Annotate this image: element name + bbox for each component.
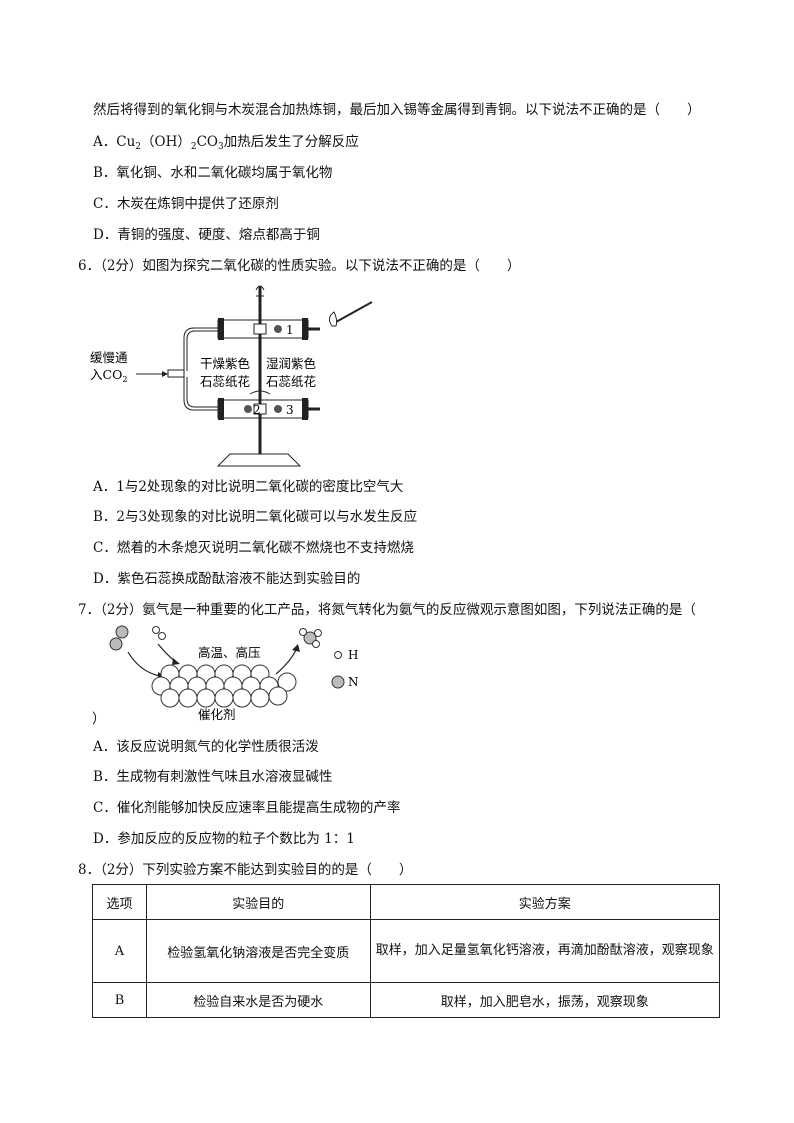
condition-label: 高温、高压	[198, 645, 261, 660]
q7-option-d[interactable]: D．参加反应的反应物的粒子个数比为 1：1	[93, 831, 355, 847]
inlet-label-2: 入CO2	[90, 367, 127, 384]
legend-h-label: H	[348, 648, 358, 662]
q5-option-a-sub2: 2	[190, 142, 197, 152]
position-1-label: 1	[286, 323, 294, 337]
position-3-label: 3	[286, 403, 294, 417]
header-option: 选项	[92, 884, 147, 920]
h2-molecule-icon	[152, 626, 166, 640]
wet-flower-label-1: 湿润紫色	[266, 356, 317, 371]
stand-base	[216, 453, 302, 467]
q8-experiment-table: 选项 实验目的 实验方案 A 检验氢氧化钠溶液是否完全变质 取样，加入足量氢氧化…	[92, 884, 721, 1018]
legend-h-icon	[334, 651, 342, 659]
row-a-plan: 取样，加入足量氢氧化钙溶液，再滴加酚酞溶液，观察现象	[369, 919, 721, 983]
q7-stem: 7．（2分）氨气是一种重要的化工产品，将氮气转化为氨气的反应微观示意图如图，下列…	[78, 602, 696, 618]
legend-n-label: N	[348, 675, 359, 689]
table-row: A 检验氢氧化钠溶液是否完全变质 取样，加入足量氢氧化钙溶液，再滴加酚酞溶液，观…	[92, 919, 721, 983]
header-plan: 实验方案	[369, 884, 721, 920]
q6-option-c[interactable]: C．燃着的木条熄灭说明二氧化碳不燃烧也不支持燃烧	[93, 540, 414, 556]
flower-1-icon	[274, 325, 282, 333]
dry-flower-label-1: 干燥紫色	[200, 356, 251, 371]
q5-option-a[interactable]: A．Cu2（OH）2CO3加热后发生了分解反应	[93, 133, 359, 152]
wet-flower-label-2: 石蕊纸花	[266, 374, 316, 389]
table-header-row: 选项 实验目的 实验方案	[92, 884, 721, 920]
arrow-out-icon	[292, 644, 300, 652]
inlet-arrow-icon	[136, 371, 168, 377]
burning-stick-icon	[328, 301, 373, 327]
row-a-purpose: 检验氢氧化钠溶液是否完全变质	[145, 919, 371, 983]
q5-option-a-mid1: （OH）	[141, 134, 191, 150]
lower-glass-tube	[217, 398, 320, 420]
q7-reaction-figure: 高温、高压 H N 催化剂	[109, 625, 359, 722]
q6-option-d[interactable]: D．紫色石蕊换成酚酞溶液不能达到实验目的	[93, 571, 361, 587]
q5-option-a-suffix: 加热后发生了分解反应	[223, 134, 359, 150]
inlet-label-1: 缓慢通	[90, 350, 128, 365]
q5-option-b[interactable]: B．氧化铜、水和二氧化碳均属于氧化物	[93, 165, 333, 181]
q7-option-a[interactable]: A．该反应说明氮气的化学性质很活泼	[93, 739, 319, 755]
q7-stem-end: ）	[92, 711, 106, 727]
q5-option-c[interactable]: C．木炭在炼铜中提供了还原剂	[93, 196, 279, 212]
q6-stem: 6．（2分）如图为探究二氧化碳的性质实验。以下说法不正确的是（ ）	[78, 258, 521, 274]
q6-apparatus-figure: 缓慢通 入CO2 1 2 3 干燥紫色 石蕊纸花 湿润紫色 石蕊纸花	[90, 285, 373, 467]
q5-option-a-sub1: 2	[135, 142, 142, 152]
flower-3-icon	[274, 405, 282, 413]
row-a-option: A	[92, 919, 147, 983]
row-b-plan: 取样，加入肥皂水，振荡，观察现象	[369, 982, 721, 1018]
q5-option-a-mid2: CO	[196, 134, 218, 150]
header-purpose: 实验目的	[145, 884, 371, 920]
q7-option-b[interactable]: B．生成物有刺激性气味且水溶液显碱性	[93, 769, 333, 785]
row-b-purpose: 检验自来水是否为硬水	[145, 982, 371, 1018]
n2-molecule-icon	[109, 625, 129, 651]
legend-n-icon	[331, 675, 345, 689]
q5-stem-tail: 然后将得到的氧化铜与木炭混合加热炼铜，最后加入锡等金属得到青铜。以下说法不正确的…	[93, 102, 701, 118]
inlet-nozzle	[167, 369, 185, 378]
row-b-option: B	[92, 982, 147, 1018]
table-row: B 检验自来水是否为硬水 取样，加入肥皂水，振荡，观察现象	[92, 982, 721, 1018]
q7-option-c[interactable]: C．催化剂能够加快反应速率且能提高生成物的产率	[93, 800, 401, 816]
q5-option-a-sub3: 3	[218, 142, 224, 152]
q8-stem: 8．（2分）下列实验方案不能达到实验目的的是（ ）	[78, 862, 413, 878]
dry-flower-label-2: 石蕊纸花	[200, 374, 250, 389]
q6-option-b[interactable]: B．2与3处现象的对比说明二氧化碳可以与水发生反应	[93, 509, 418, 525]
position-2-label: 2	[253, 403, 261, 417]
catalyst-label: 催化剂	[198, 707, 236, 722]
upper-glass-tube	[217, 318, 320, 340]
flower-2-icon	[244, 405, 252, 413]
q6-option-a[interactable]: A．1与2处现象的对比说明二氧化碳的密度比空气大	[93, 479, 404, 495]
catalyst-surface	[151, 664, 297, 708]
nh3-molecule-icon	[299, 628, 322, 648]
q5-option-a-prefix: A．Cu	[93, 134, 136, 150]
q5-option-d[interactable]: D．青铜的强度、硬度、熔点都高于铜	[93, 227, 320, 243]
